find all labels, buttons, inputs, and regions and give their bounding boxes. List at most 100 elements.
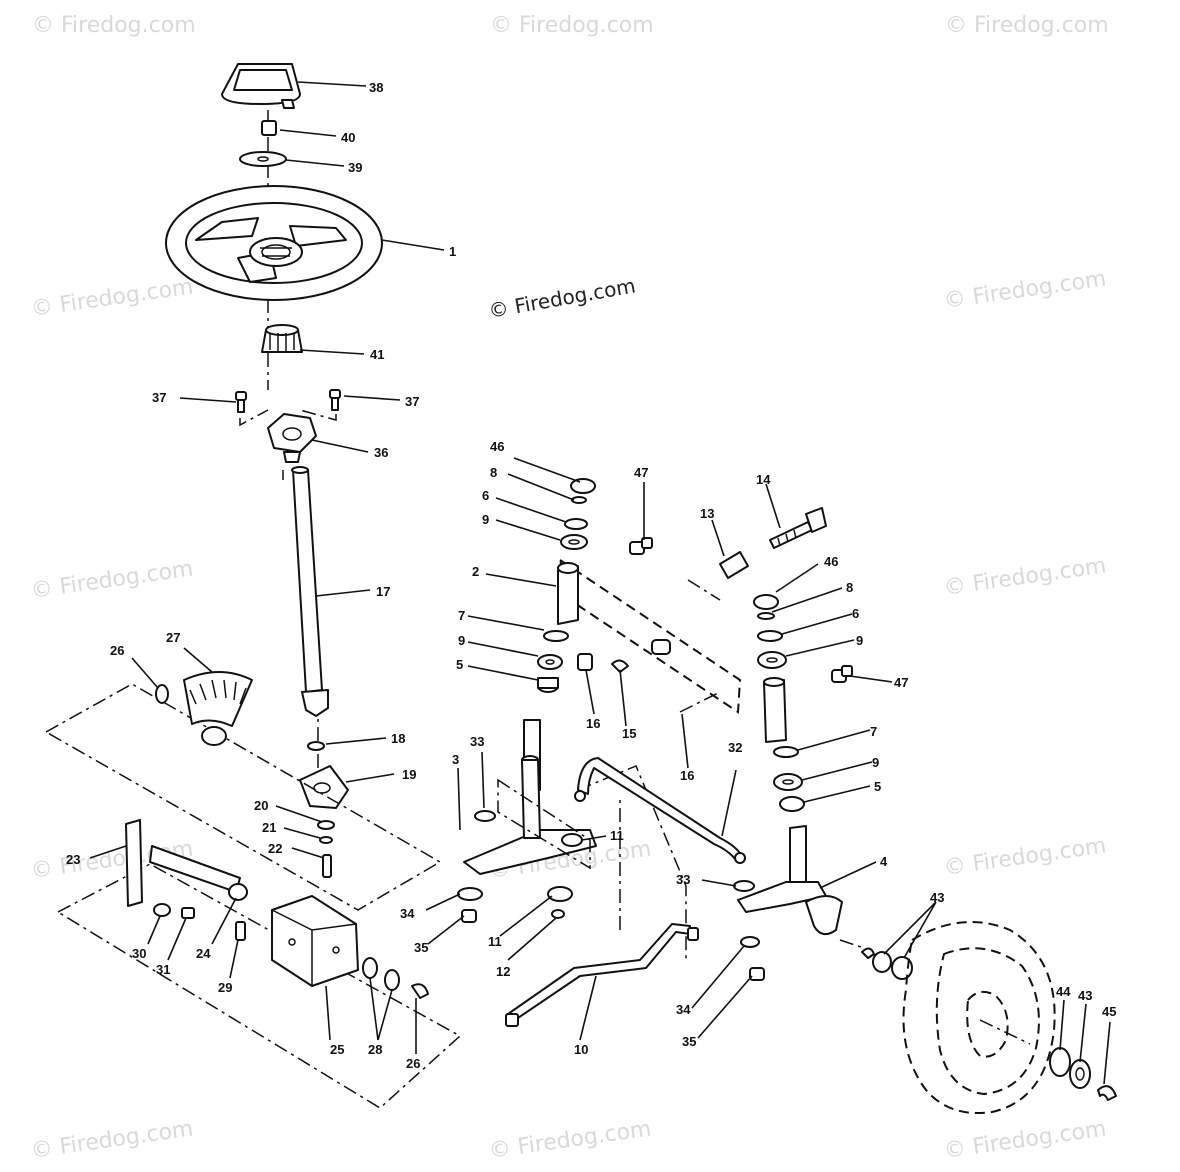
leader-lines <box>89 81 1111 1085</box>
arm-clip <box>181 907 195 919</box>
callout-18: 18 <box>391 731 405 746</box>
grease-fitting-left <box>629 537 653 555</box>
hub-clip <box>861 947 875 959</box>
gear-assembly-boundary-upper <box>44 683 442 911</box>
callout-47-right: 47 <box>894 675 908 690</box>
bushing-right-5 <box>779 796 805 812</box>
callout-11-lower: 11 <box>488 934 502 949</box>
watermark-mid-right-2: © Firedog.com <box>942 553 1108 601</box>
left-arm-boundary <box>497 778 591 870</box>
callout-15: 15 <box>622 726 636 741</box>
callout-21: 21 <box>262 820 276 835</box>
tie-rod <box>574 757 746 864</box>
bushing-plate <box>267 413 317 463</box>
callout-labels: 38 40 39 1 41 37 37 36 17 26 27 18 19 20… <box>66 80 1116 1071</box>
callout-44: 44 <box>1056 984 1071 999</box>
callout-35-right: 35 <box>682 1034 696 1049</box>
callout-34-left: 34 <box>400 906 415 921</box>
washer-right-7 <box>773 746 799 758</box>
callout-10: 10 <box>574 1042 588 1057</box>
ring-left-8 <box>571 496 587 504</box>
callout-36: 36 <box>374 445 388 460</box>
watermark-top-right: © Firedog.com <box>945 13 1109 38</box>
bearing-right-9a <box>757 651 787 669</box>
hub-washer-43b <box>891 956 913 980</box>
callout-6-right: 6 <box>852 606 859 621</box>
lock-washer <box>319 836 333 844</box>
bearing-left-9b <box>537 654 563 670</box>
callout-29: 29 <box>218 980 232 995</box>
callout-8-right: 8 <box>846 580 853 595</box>
arm-nut-12 <box>551 909 565 919</box>
callout-46-left: 46 <box>490 439 504 454</box>
callout-16-left: 16 <box>586 716 600 731</box>
callout-9-right-a: 9 <box>856 633 863 648</box>
callout-39: 39 <box>348 160 362 175</box>
watermark-mid-left-1: © Firedog.com <box>29 274 195 322</box>
axle-bushing-right <box>651 639 671 655</box>
washer-right-6 <box>757 630 783 642</box>
axle-frame-aux <box>679 579 721 713</box>
callout-41: 41 <box>370 347 384 362</box>
bolt-left <box>235 391 247 413</box>
arm-bushing-11a <box>561 833 583 847</box>
watermark-mid-left-2: © Firedog.com <box>29 556 195 604</box>
bushing-34-left <box>457 887 483 901</box>
sector-gear <box>183 671 253 746</box>
arm-washer-left-33 <box>474 810 496 822</box>
watermark-low-right: © Firedog.com <box>942 833 1108 881</box>
washer-left-7 <box>543 630 569 642</box>
arm-bushing-11b <box>547 886 573 902</box>
hub-washer-43a <box>872 951 892 973</box>
drag-link <box>505 923 699 1027</box>
callout-13: 13 <box>700 506 714 521</box>
callout-38: 38 <box>369 80 383 95</box>
callout-31: 31 <box>156 962 170 977</box>
callout-2: 2 <box>472 564 479 579</box>
axle-bushing-16 <box>577 653 593 671</box>
steering-shaft <box>291 466 329 717</box>
callout-1: 1 <box>449 244 456 259</box>
callout-14: 14 <box>756 472 771 487</box>
clip-upper <box>155 684 169 704</box>
callout-23: 23 <box>66 852 80 867</box>
steering-washer <box>239 151 287 167</box>
bolt-right <box>329 389 341 411</box>
callout-7-right: 7 <box>870 724 877 739</box>
callout-28: 28 <box>368 1042 382 1057</box>
sector-bracket <box>299 765 349 809</box>
axle-clip-15 <box>611 659 629 673</box>
spacer <box>317 820 335 830</box>
callout-12: 12 <box>496 964 510 979</box>
clip-lower <box>411 983 429 999</box>
callout-24: 24 <box>196 946 211 961</box>
callout-9-left-b: 9 <box>458 633 465 648</box>
pivot-spacer <box>719 551 749 579</box>
hub-axis-line <box>839 939 1031 1045</box>
steering-nut <box>261 120 277 136</box>
callout-5-left: 5 <box>456 657 463 672</box>
pivot-bolt <box>769 507 827 549</box>
callout-33-left: 33 <box>470 734 484 749</box>
washer-left-6 <box>564 518 588 530</box>
steering-bracket <box>271 895 359 987</box>
callout-11-upper: 11 <box>610 828 624 843</box>
callout-40: 40 <box>341 130 355 145</box>
callout-5-right: 5 <box>874 779 881 794</box>
callout-4: 4 <box>880 854 888 869</box>
retaining-ring-45 <box>1097 1085 1117 1101</box>
callout-43-lower: 43 <box>1078 988 1092 1003</box>
callout-17: 17 <box>376 584 390 599</box>
callout-16-right: 16 <box>680 768 694 783</box>
grease-fitting-right <box>831 665 853 683</box>
callout-7-left: 7 <box>458 608 465 623</box>
watermark-bottom-right: © Firedog.com <box>942 1116 1108 1164</box>
callout-20: 20 <box>254 798 268 813</box>
bushing-34-right <box>740 936 760 948</box>
callout-26-lower: 26 <box>406 1056 420 1071</box>
arm-washer <box>153 903 171 917</box>
bushing-left-5 <box>537 677 559 693</box>
gear-assembly-boundary-lower <box>56 863 462 1109</box>
watermark-bottom-center: © Firedog.com <box>487 1116 653 1164</box>
shaft-bushing <box>228 883 248 901</box>
